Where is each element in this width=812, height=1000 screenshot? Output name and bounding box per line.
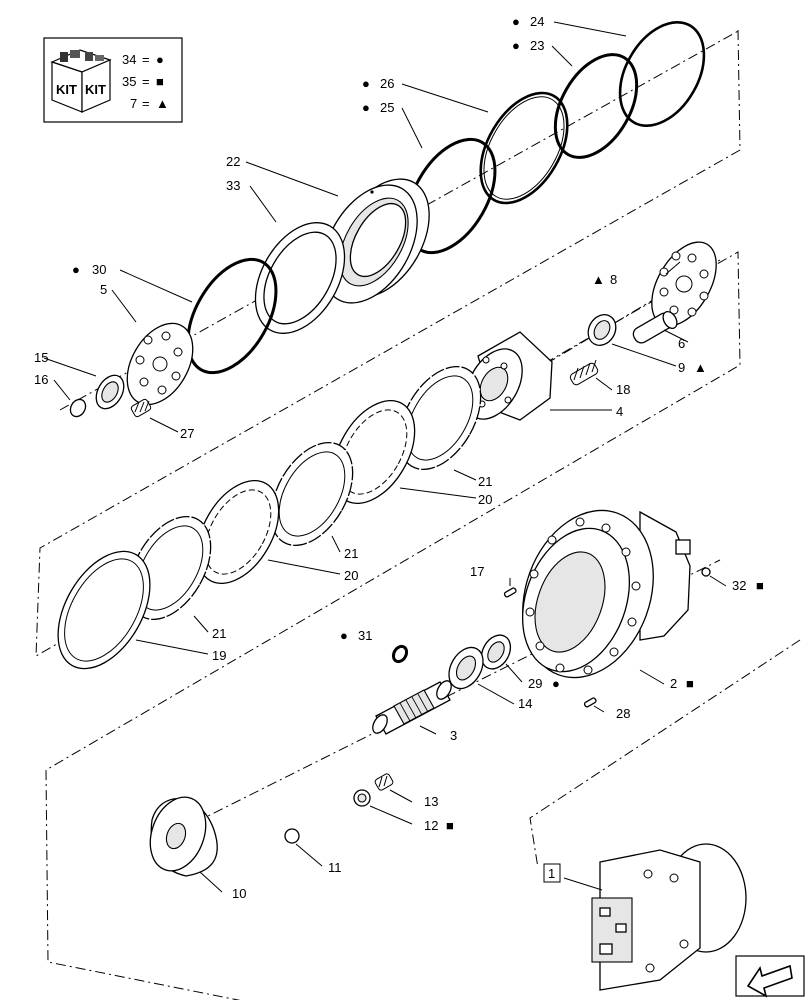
legend-triangle-symbol: ▲ [156,96,169,111]
kit-label-right: KIT [85,82,106,97]
legend-equals-2: = [142,74,150,89]
callout-13: 13 [424,794,438,809]
callout-29: 29 [528,676,542,691]
callout-labels: ● 24 ● 23 ● 26 ● 25 22 33 ● 30 5 ▲ 8 15 … [34,14,764,901]
callout-3: 3 [450,728,457,743]
part-1-motor-assembly [591,843,747,991]
part-10-cover [149,796,218,877]
kit-label-left: KIT [56,82,77,97]
legend-number-35: 35 [122,74,136,89]
part-17-pin [503,587,517,598]
dash-boundaries [35,29,801,1000]
part-13-spring [374,773,394,791]
callout-8: 8 [610,272,617,287]
callout-16: 16 [34,372,48,387]
callout-symbol-29: ● [552,676,560,691]
part-14-bearing [448,646,484,690]
part-29-seal [480,634,512,670]
part-12-plug [353,789,371,807]
callout-9: 9 [678,360,685,375]
callout-11: 11 [328,860,342,875]
callout-22: 22 [226,154,240,169]
callout-28: 28 [616,706,630,721]
part-9-bushing [587,314,617,346]
part-18-spring [569,359,599,386]
callout-15: 15 [34,350,48,365]
callout-17: 17 [470,564,484,579]
part-11-ball [284,828,300,844]
part-20-disc-b [196,479,280,585]
callout-5: 5 [100,282,107,297]
callout-symbol-12: ■ [446,818,454,833]
legend-circle-symbol: ● [156,52,164,67]
callout-21-a: 21 [478,474,492,489]
callout-20-a: 20 [478,492,492,507]
callout-symbol-24: ● [512,14,520,29]
callout-24: 24 [530,14,544,29]
part-23-ring [553,53,639,159]
callout-symbol-23: ● [512,38,520,53]
part-27-spring [130,398,152,418]
callout-symbol-25: ● [362,100,370,115]
legend-number-7: 7 [130,96,137,111]
callout-symbol-31: ● [340,628,348,643]
part-3-shaft [372,680,452,735]
callout-26: 26 [380,76,394,91]
part-31-circlip [391,644,409,664]
part-19-washer [57,550,151,670]
callout-32: 32 [732,578,746,593]
callout-33: 33 [226,178,240,193]
callout-18: 18 [616,382,630,397]
part-5-plate [126,322,194,406]
legend-equals-1: = [142,52,150,67]
kit-legend: KIT KIT 34 = ● 35 = ■ 7 = ▲ [43,37,183,123]
callout-4: 4 [616,404,623,419]
callout-20-b: 20 [344,568,358,583]
part-4-rotor [465,331,553,421]
callout-symbol-30: ● [72,262,80,277]
callout-31: 31 [358,628,372,643]
part-21-disc-a [398,365,482,471]
callout-25: 25 [380,100,394,115]
part-22-piston [322,178,430,304]
callout-symbol-32: ■ [756,578,764,593]
callout-14: 14 [518,696,532,711]
part-2-housing [521,509,691,679]
part-8-valve-plate [651,241,717,327]
legend-number-34: 34 [122,52,136,67]
callout-1: 1 [548,866,555,881]
callout-21-b: 21 [344,546,358,561]
part-26-ring [479,91,569,205]
part-15-bearing [95,374,125,410]
next-page-arrow-icon[interactable] [735,955,805,998]
callout-30: 30 [92,262,106,277]
legend-square-symbol: ■ [156,74,164,89]
part-32-plug [701,567,711,577]
part-16-ring [69,398,87,418]
part-30-oring [186,257,278,375]
callout-23: 23 [530,38,544,53]
legend-equals-3: = [142,96,150,111]
callout-symbol-8: ▲ [592,272,605,287]
callout-10: 10 [232,886,246,901]
callout-27: 27 [180,426,194,441]
part-24-ring [618,20,706,128]
part-21-disc-b [270,441,354,547]
part-6-pin [632,310,678,344]
callout-19: 19 [212,648,226,663]
callout-symbol-9: ▲ [694,360,707,375]
part-33-washer [254,222,346,334]
callout-2: 2 [670,676,677,691]
leader-lines [43,21,727,893]
part-28-pin [583,697,597,708]
callout-symbol-2: ■ [686,676,694,691]
callout-symbol-26: ● [362,76,370,91]
callout-6: 6 [678,336,685,351]
callout-21-c: 21 [212,626,226,641]
kit-box-icon: KIT KIT [50,49,112,113]
callout-12: 12 [424,818,438,833]
